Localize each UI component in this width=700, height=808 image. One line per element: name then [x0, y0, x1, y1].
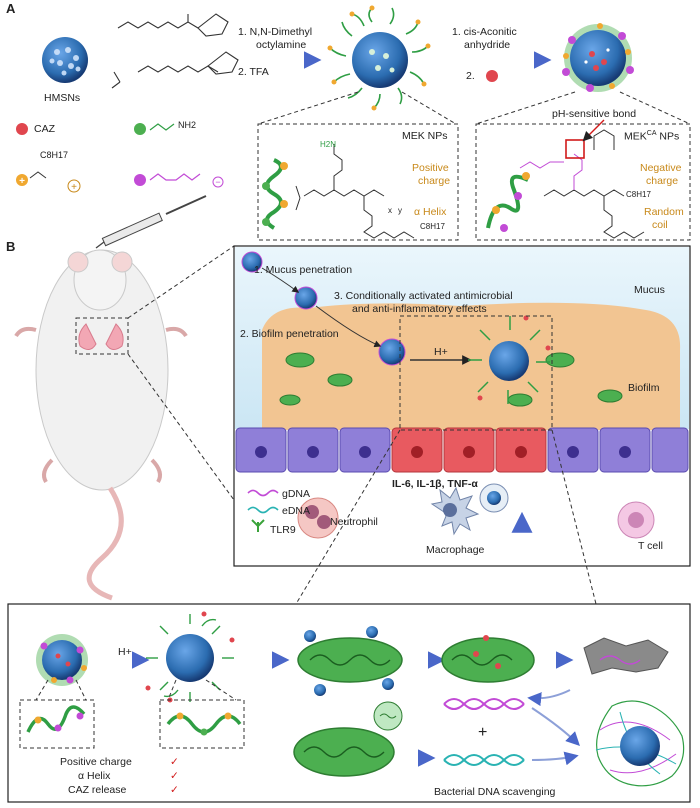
check-mark-2: ✓ [170, 770, 179, 782]
active-np [145, 611, 235, 703]
mek-y-label: y [398, 206, 402, 215]
tcell-label: T cell [638, 540, 663, 552]
inactive-np [36, 634, 88, 686]
amine-legend-icon [134, 123, 175, 135]
step-biofilm-penetration: 2. Biofilm penetration [240, 328, 339, 340]
hmsn-label: HMSNs [44, 92, 81, 104]
macrophage-cell [430, 486, 480, 536]
neutrophil-label: Neutrophil [330, 516, 378, 528]
mek-box [257, 123, 459, 241]
mek-helix-label: α Helix [414, 206, 447, 218]
coil-chain-small-icon [26, 705, 86, 733]
bacterium-attacked [297, 626, 403, 696]
tlr9-label: TLR9 [270, 524, 296, 536]
helix-chain-icon [262, 158, 288, 230]
step1-line3: 2. TFA [238, 66, 269, 78]
biofilm-layer [262, 302, 681, 430]
mek-structure [295, 144, 415, 239]
mucus-label: Mucus [634, 284, 665, 296]
mekca-coil-l1: Random [644, 206, 684, 218]
quaternary-amine-legend-icon: + + [16, 171, 81, 193]
panel-label-a: A [6, 1, 16, 16]
np-path [241, 251, 472, 366]
mek-charge-l2: charge [418, 175, 451, 187]
mekca-charge-l1: Negative [640, 162, 682, 174]
step-activation-l2: and anti-inflammatory effects [352, 303, 487, 315]
epithelium [235, 427, 689, 473]
coil-chain-icon [486, 172, 530, 232]
macrophage-label: Macrophage [426, 544, 485, 556]
step-activation-l1: 3. Conditionally activated antimicrobial [334, 290, 513, 302]
step-mucus-penetration: 1. Mucus penetration [254, 264, 353, 276]
check-mark-1: ✓ [170, 756, 179, 768]
check-alpha-helix: α Helix [78, 770, 111, 782]
helix-chain-small-icon [166, 712, 242, 736]
mekca-coil-l2: coil [652, 219, 668, 231]
mekca-charge-l2: charge [646, 175, 679, 187]
ph-bond-highlight [565, 139, 585, 159]
dna-scavenging-complex [595, 700, 685, 787]
caz-drug-icon [486, 70, 498, 82]
svg-text:+: + [19, 176, 25, 187]
check-positive-charge: Positive charge [60, 756, 132, 768]
ph-bond-label: pH-sensitive bond [552, 108, 637, 120]
svg-text:+: + [71, 182, 77, 193]
gdna-label: gDNA [282, 488, 311, 500]
mek-h2n-label: H2N [320, 140, 337, 149]
caz-legend-icon [16, 123, 28, 135]
mek-charge-l1: Positive [412, 162, 449, 174]
hmsn-particle [42, 37, 88, 83]
nh2-legend-label: NH2 [178, 120, 197, 130]
neutrophil-cell [297, 497, 339, 539]
bacterium-lysed [583, 637, 669, 675]
carboxylate-legend-icon: − [134, 173, 224, 188]
mekca-box [475, 123, 691, 241]
biofilm-label: Biofilm [628, 382, 660, 394]
caz-legend-label: CAZ [34, 123, 55, 135]
h-plus-label: H+ [434, 346, 448, 358]
step1-line1: 1. N,N-Dimethyl [238, 26, 313, 38]
dna-legend-icons [247, 489, 279, 532]
check-caz-release: CAZ release [68, 784, 127, 796]
step2-line1: 1. cis-Aconitic [452, 26, 517, 38]
mekca-title: MEKCA NPs [624, 130, 680, 143]
step2-line3: 2. [466, 70, 475, 82]
mek-title: MEK NPs [402, 130, 448, 142]
svg-text:−: − [215, 177, 220, 187]
bacterium-secreting [293, 701, 403, 777]
mekca-np [562, 23, 634, 92]
bacterium-damaged [441, 635, 535, 683]
bacteria-group [279, 352, 623, 407]
plus-sign: + [478, 724, 488, 741]
tcell-cell [617, 501, 655, 539]
step2-line2: anhydride [464, 39, 511, 51]
mek-np [327, 5, 431, 111]
syringe-icon [95, 195, 207, 249]
c8h17-legend-label: C8H17 [40, 150, 69, 160]
panel-label-b: B [6, 239, 16, 254]
monomer-structures [111, 13, 239, 89]
bottom-box [7, 603, 691, 803]
bottom-h-plus-label: H+ [118, 646, 132, 658]
edna-label: eDNA [282, 505, 311, 517]
check-mark-3: ✓ [170, 784, 179, 796]
mek-x-label: x [388, 206, 392, 215]
activated-np [468, 315, 551, 404]
cytokines-label: IL-6, IL-1β, TNF-α [392, 478, 478, 490]
engulfed-np [479, 483, 509, 513]
dna-helices [443, 698, 525, 766]
mouse-illustration [14, 249, 188, 601]
step1-line2: octylamine [256, 39, 307, 51]
ph-bond-arrow [582, 119, 605, 142]
scavenging-label: Bacterial DNA scavenging [434, 786, 556, 798]
mekca-structure [519, 129, 645, 239]
mekca-c8h17-label: C8H17 [626, 190, 651, 199]
mek-c8h17-label: C8H17 [420, 222, 445, 231]
